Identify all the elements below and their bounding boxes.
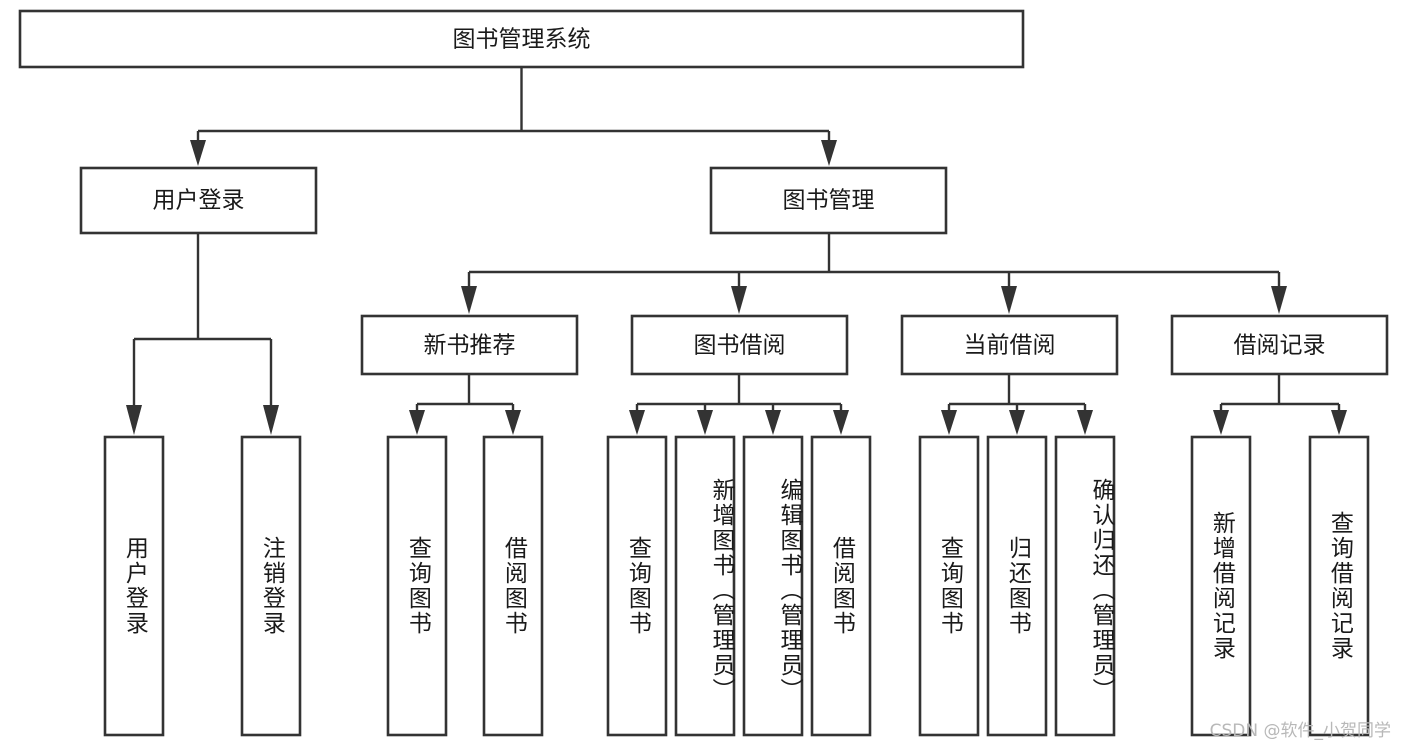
node-box-book-borrow[interactable] bbox=[630, 314, 849, 376]
node-box-leaf-query-book-1[interactable] bbox=[386, 435, 448, 737]
node-box-current-borrow[interactable] bbox=[900, 314, 1119, 376]
node-box-leaf-query-record[interactable] bbox=[1308, 435, 1370, 737]
arrow-head-leaf-borrow-book-2 bbox=[833, 410, 849, 435]
node-box-root[interactable] bbox=[18, 9, 1025, 69]
arrow-head-leaf-query-record bbox=[1331, 410, 1347, 435]
node-label-book-manage: 图书管理 bbox=[783, 188, 875, 214]
arrow-head-book-manage bbox=[821, 140, 837, 166]
node-box-leaf-add-book[interactable] bbox=[674, 435, 736, 737]
node-box-leaf-borrow-book-1[interactable] bbox=[482, 435, 544, 737]
node-box-leaf-edit-book[interactable] bbox=[742, 435, 804, 737]
node-box-leaf-user-login[interactable] bbox=[103, 435, 165, 737]
connector-group-new-book-recommend-to-leaves bbox=[409, 374, 521, 435]
node-label-root: 图书管理系统 bbox=[453, 27, 591, 53]
arrow-head-leaf-return-book bbox=[1009, 410, 1025, 435]
arrow-head-leaf-add-record bbox=[1213, 410, 1229, 435]
node-label-new-book-recommend: 新书推荐 bbox=[424, 333, 516, 359]
node-box-borrow-record[interactable] bbox=[1170, 314, 1389, 376]
arrow-head-borrow-record bbox=[1271, 286, 1287, 314]
node-box-leaf-query-book-2[interactable] bbox=[606, 435, 668, 737]
arrow-head-leaf-query-book-1 bbox=[409, 410, 425, 435]
arrow-head-leaf-edit-book bbox=[765, 410, 781, 435]
node-box-book-manage[interactable] bbox=[709, 166, 948, 235]
arrow-head-book-borrow bbox=[731, 286, 747, 314]
connector-group-root-to-level2 bbox=[190, 67, 837, 166]
arrow-head-new-book-recommend bbox=[461, 286, 477, 314]
node-box-leaf-return-book[interactable] bbox=[986, 435, 1048, 737]
node-box-new-book-recommend[interactable] bbox=[360, 314, 579, 376]
watermark-text: CSDN @软件_小贺同学 bbox=[1209, 721, 1391, 741]
arrow-head-leaf-borrow-book-1 bbox=[505, 410, 521, 435]
node-box-leaf-add-record[interactable] bbox=[1190, 435, 1252, 737]
node-box-leaf-confirm-return[interactable] bbox=[1054, 435, 1116, 737]
connector-group-current-borrow-to-leaves bbox=[941, 374, 1093, 435]
arrow-head-leaf-logout bbox=[263, 405, 279, 435]
node-label-borrow-record: 借阅记录 bbox=[1234, 333, 1326, 359]
node-label-book-borrow: 图书借阅 bbox=[694, 333, 786, 359]
arrow-head-leaf-confirm-return bbox=[1077, 410, 1093, 435]
connector-group-book-manage-to-level3 bbox=[461, 233, 1287, 314]
node-box-user-login[interactable] bbox=[79, 166, 318, 235]
node-box-leaf-logout[interactable] bbox=[240, 435, 302, 737]
connector-group-user-login-to-leaves bbox=[126, 233, 279, 435]
connector-group-borrow-record-to-leaves bbox=[1213, 374, 1347, 435]
arrow-head-user-login bbox=[190, 140, 206, 166]
arrow-head-leaf-add-book bbox=[697, 410, 713, 435]
arrow-head-leaf-user-login bbox=[126, 405, 142, 435]
connector-group-book-borrow-to-leaves bbox=[629, 374, 849, 435]
arrow-head-leaf-query-book-2 bbox=[629, 410, 645, 435]
node-box-leaf-borrow-book-2[interactable] bbox=[810, 435, 872, 737]
arrow-head-leaf-query-book-3 bbox=[941, 410, 957, 435]
node-label-user-login: 用户登录 bbox=[153, 188, 245, 214]
node-box-leaf-query-book-3[interactable] bbox=[918, 435, 980, 737]
arrow-head-current-borrow bbox=[1001, 286, 1017, 314]
node-label-current-borrow: 当前借阅 bbox=[964, 333, 1056, 359]
